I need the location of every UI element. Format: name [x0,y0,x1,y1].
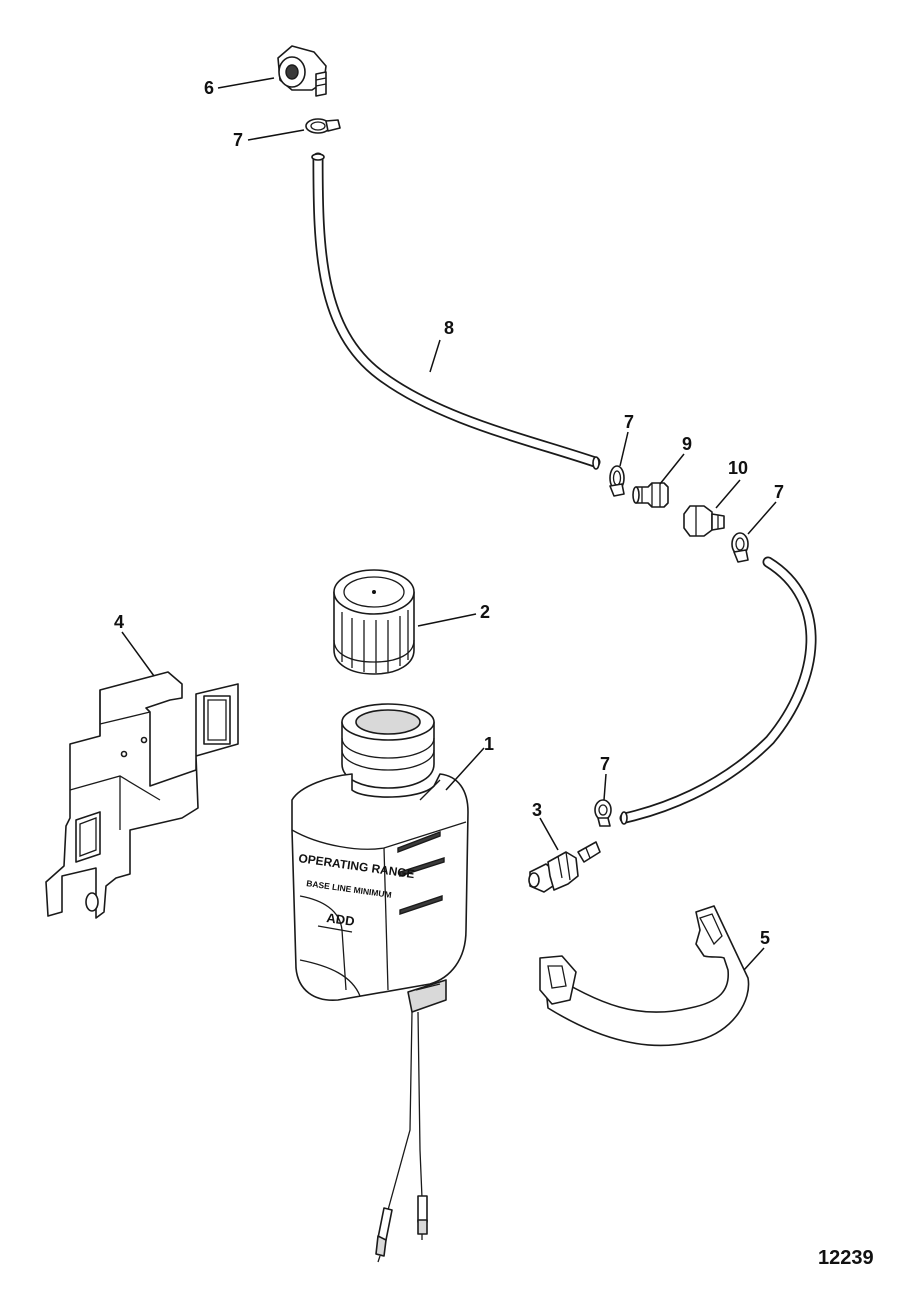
mounting-bracket [45,671,239,919]
hose-clamp-right [731,532,749,563]
quick-connector [683,505,725,537]
reservoir-cap [333,569,415,675]
hose-clamp-top [305,118,341,134]
hose-fitting [528,841,601,893]
leader-lines [121,77,777,971]
elbow-fitting [277,45,327,97]
callout-labels: 6 7 8 7 9 10 7 2 4 1 7 3 5 [114,78,784,948]
hose-clamp-mid [609,465,625,497]
figure-number: 12239 [818,1247,874,1269]
callout-8: 8 [444,318,454,338]
callout-3: 3 [532,800,542,820]
callout-5: 5 [760,928,770,948]
sensor-wires [375,1011,428,1263]
reservoir-tank: OPERATING RANGE BASE LINE MINIMUM ADD [291,703,469,1013]
callout-2: 2 [480,602,490,622]
callout-9: 9 [682,434,692,454]
callout-6: 6 [204,78,214,98]
callout-7-right: 7 [774,482,784,502]
callout-1: 1 [484,734,494,754]
retaining-strap [539,905,750,1047]
callout-7-top: 7 [233,130,243,150]
barb-connector [632,482,669,508]
callout-7-lower: 7 [600,754,610,774]
callout-7-mid: 7 [624,412,634,432]
tank-label-add: ADD [326,910,356,929]
callout-4: 4 [114,612,124,632]
hose-upper [311,152,601,470]
hose-lower [619,556,817,825]
callout-10: 10 [728,458,748,478]
hose-clamp-lower [594,799,612,827]
